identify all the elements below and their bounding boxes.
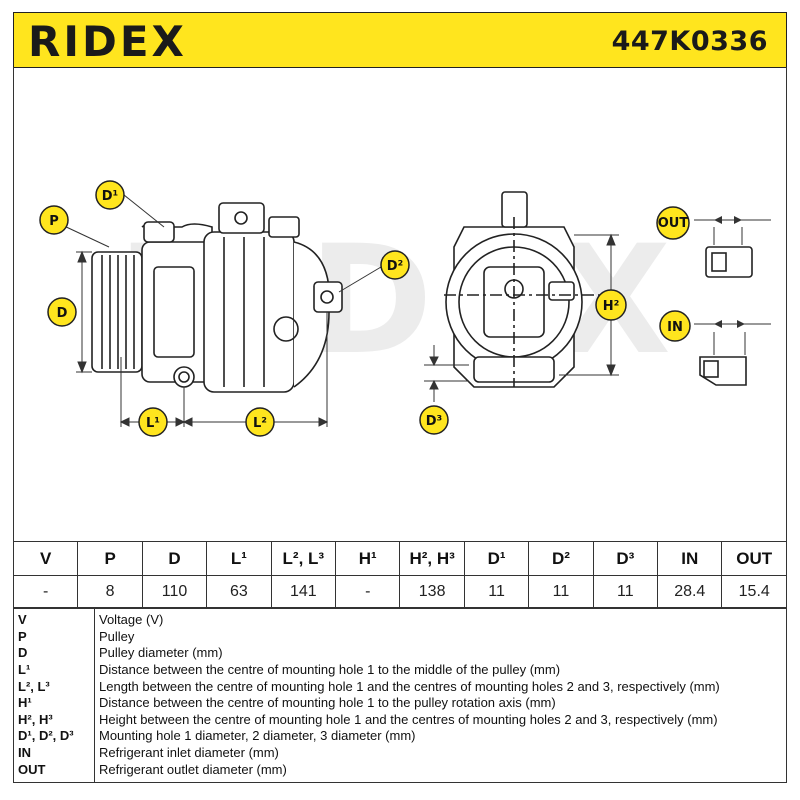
legend-desc: Pulley	[94, 628, 787, 646]
label-in: IN	[667, 320, 683, 335]
label-bubble-out: OUT	[656, 206, 690, 240]
legend-key: OUT	[13, 761, 95, 783]
legend-desc: Distance between the centre of mounting …	[94, 661, 787, 679]
spec-header-cell: D³	[592, 541, 659, 576]
spec-value-cell: 138	[399, 575, 465, 608]
spec-header-cell: V	[12, 541, 79, 576]
spec-value-cell: 15.4	[721, 575, 787, 608]
spec-header-cell: H², H³	[399, 541, 465, 576]
spec-header-cell: L¹	[206, 541, 272, 576]
label-out: OUT	[658, 216, 689, 231]
spec-value-cell: 28.4	[657, 575, 723, 608]
spec-header-cell: L², L³	[270, 541, 337, 576]
brand-name: RIDEX	[28, 17, 187, 66]
legend-row: L², L³ Length between the centre of moun…	[13, 678, 787, 695]
label-bubble-d2: D²	[380, 250, 410, 280]
label-h2: H²	[603, 299, 620, 314]
label-bubble-d1: D¹	[95, 180, 125, 210]
spec-value-cell: -	[12, 575, 79, 608]
spec-header-cell: H¹	[335, 541, 401, 576]
spec-header-cell: P	[77, 541, 143, 576]
legend-row: D Pulley diameter (mm)	[13, 645, 787, 662]
compressor-side-view	[91, 202, 343, 393]
in-fitting	[694, 320, 771, 386]
spec-header-cell: D¹	[463, 541, 530, 576]
spec-value-row: - 8 110 63 141 - 138 11 11 11 28.4 15.4	[12, 575, 787, 608]
label-d3: D³	[426, 414, 443, 429]
label-d: D	[57, 306, 68, 321]
legend-desc: Length between the centre of mounting ho…	[94, 678, 787, 695]
spec-value-cell: 8	[77, 575, 143, 608]
legend-key: IN	[13, 744, 95, 762]
spec-value-cell: 63	[206, 575, 272, 608]
legend-key: D¹, D², D³	[13, 728, 95, 745]
part-number: 447K0336	[611, 26, 768, 57]
legend-key: D	[13, 645, 95, 662]
spec-header-cell: D	[141, 541, 208, 576]
label-l1: L¹	[146, 416, 160, 431]
label-bubble-d3: D³	[419, 405, 449, 435]
legend-row: H², H³ Height between the centre of moun…	[13, 711, 787, 729]
legend-row: L¹ Distance between the centre of mounti…	[13, 661, 787, 679]
label-d2: D²	[387, 259, 404, 274]
legend-desc: Height between the centre of mounting ho…	[94, 711, 787, 729]
legend-key: V	[13, 607, 95, 629]
spec-value-cell: -	[335, 575, 401, 608]
label-d1: D¹	[102, 189, 119, 204]
legend-desc: Refrigerant outlet diameter (mm)	[94, 761, 787, 783]
label-bubble-d: D	[47, 297, 77, 327]
spec-value-cell: 11	[592, 575, 659, 608]
compressor-rear-view	[444, 191, 614, 388]
legend-key: L², L³	[13, 678, 95, 695]
dimension-lines-middle	[424, 233, 619, 402]
legend-key: H², H³	[13, 711, 95, 729]
legend-desc: Pulley diameter (mm)	[94, 645, 787, 662]
legend-table: V Voltage (V) P Pulley D Pulley diameter…	[13, 607, 787, 783]
legend-desc: Refrigerant inlet diameter (mm)	[94, 744, 787, 762]
spec-header-cell: IN	[657, 541, 723, 576]
label-bubble-l1: L¹	[138, 407, 168, 437]
spec-value-cell: 141	[270, 575, 337, 608]
spec-value-cell: 110	[141, 575, 208, 608]
legend-row: OUT Refrigerant outlet diameter (mm)	[13, 761, 787, 783]
legend-key: P	[13, 628, 95, 646]
label-l2: L²	[253, 416, 267, 431]
out-fitting	[694, 216, 771, 278]
label-bubble-h2: H²	[595, 289, 627, 321]
legend-desc: Distance between the centre of mounting …	[94, 694, 787, 712]
legend-desc: Voltage (V)	[94, 607, 787, 629]
spec-header-cell: OUT	[721, 541, 787, 576]
compressor-drawing-svg: RIDEX	[39, 180, 771, 437]
legend-row: D¹, D², D³ Mounting hole 1 diameter, 2 d…	[13, 728, 787, 745]
legend-row: IN Refrigerant inlet diameter (mm)	[13, 744, 787, 762]
ridex-logo: RIDEX	[28, 21, 187, 63]
label-p: P	[49, 214, 59, 229]
legend-key: L¹	[13, 661, 95, 679]
legend-key: H¹	[13, 694, 95, 712]
legend-row: P Pulley	[13, 628, 787, 646]
label-bubble-p: P	[39, 205, 69, 235]
legend-row: H¹ Distance between the centre of mounti…	[13, 694, 787, 712]
spec-value-cell: 11	[463, 575, 530, 608]
spec-table: V P D L¹ L², L³ H¹ H², H³ D¹ D² D³ IN OU…	[12, 541, 787, 608]
label-bubble-in: IN	[659, 310, 691, 342]
spec-header-row: V P D L¹ L², L³ H¹ H², H³ D¹ D² D³ IN OU…	[12, 541, 787, 576]
legend-row: V Voltage (V)	[13, 607, 787, 629]
spec-header-cell: D²	[528, 541, 594, 576]
spec-value-cell: 11	[528, 575, 594, 608]
header-bar: RIDEX 447K0336	[13, 12, 787, 68]
legend-desc: Mounting hole 1 diameter, 2 diameter, 3 …	[94, 728, 787, 745]
label-bubble-l2: L²	[245, 407, 275, 437]
technical-drawing: RIDEX	[13, 67, 787, 542]
